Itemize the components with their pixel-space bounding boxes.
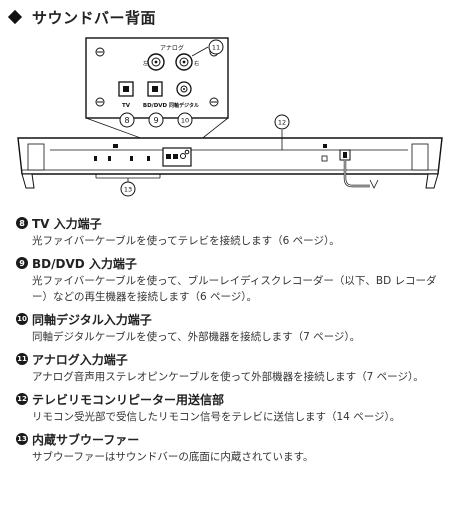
number-badge-icon: 8 bbox=[16, 217, 28, 229]
item-title-text: TV 入力端子 bbox=[32, 216, 102, 231]
svg-text:8: 8 bbox=[124, 116, 129, 125]
list-item: 9 BD/DVD 入力端子 光ファイバーケーブルを使って、ブルーレイディスクレコ… bbox=[16, 254, 446, 305]
list-item: 10 同軸デジタル入力端子 同軸デジタルケーブルを使って、外部機器を接続します（… bbox=[16, 310, 446, 345]
page-title: サウンドバー背面 bbox=[32, 8, 157, 27]
number-badge-icon: 13 bbox=[16, 433, 28, 445]
item-description: サブウーファーはサウンドバーの底面に内蔵されています。 bbox=[32, 451, 314, 463]
callout-9: 9 bbox=[148, 112, 164, 128]
item-description: 光ファイバーケーブルを使って、ブルーレイディスクレコーダー（以下、BD レコーダ… bbox=[32, 275, 437, 303]
diamond-bullet-icon bbox=[7, 9, 23, 25]
bd-dvd-label: BD/DVD bbox=[143, 103, 168, 109]
item-title: 10 同軸デジタル入力端子 bbox=[16, 310, 446, 328]
number-badge-icon: 12 bbox=[16, 393, 28, 405]
right-label: 右 bbox=[194, 60, 199, 67]
left-label: 左 bbox=[143, 60, 148, 67]
svg-text:13: 13 bbox=[124, 186, 132, 194]
number-badge-icon: 10 bbox=[16, 313, 28, 325]
page-heading: サウンドバー背面 bbox=[6, 6, 156, 28]
item-title-text: アナログ入力端子 bbox=[32, 352, 128, 367]
item-description: 光ファイバーケーブルを使ってテレビを接続します（6 ページ）。 bbox=[32, 235, 340, 247]
callout-13: 13 bbox=[95, 174, 161, 197]
list-item: 8 TV 入力端子 光ファイバーケーブルを使ってテレビを接続します（6 ページ）… bbox=[16, 214, 446, 249]
list-item: 13 内蔵サブウーファー サブウーファーはサウンドバーの底面に内蔵されています。 bbox=[16, 430, 446, 465]
item-title: 13 内蔵サブウーファー bbox=[16, 430, 446, 448]
svg-text:10: 10 bbox=[181, 117, 189, 125]
item-title-text: 内蔵サブウーファー bbox=[32, 432, 140, 447]
item-title: 11 アナログ入力端子 bbox=[16, 350, 446, 368]
item-title-text: BD/DVD 入力端子 bbox=[32, 256, 137, 271]
item-title: 12 テレビリモコンリピーター用送信部 bbox=[16, 390, 446, 408]
item-title: 8 TV 入力端子 bbox=[16, 214, 446, 232]
terminal-description-list: 8 TV 入力端子 光ファイバーケーブルを使ってテレビを接続します（6 ページ）… bbox=[16, 214, 446, 470]
item-title-text: テレビリモコンリピーター用送信部 bbox=[32, 392, 225, 407]
item-title: 9 BD/DVD 入力端子 bbox=[16, 254, 446, 272]
item-title-text: 同軸デジタル入力端子 bbox=[32, 312, 152, 327]
callout-8: 8 bbox=[119, 112, 135, 128]
svg-text:9: 9 bbox=[153, 116, 158, 125]
coaxial-label: 同軸デジタル bbox=[169, 102, 199, 109]
item-description: 同軸デジタルケーブルを使って、外部機器を接続します（7 ページ）。 bbox=[32, 331, 361, 343]
callout-12: 12 bbox=[274, 114, 290, 150]
callout-11: 11 bbox=[191, 39, 224, 57]
callout-10: 10 bbox=[177, 112, 193, 128]
soundbar-rear-diagram: アナログ 左 右 TV BD/DVD 同軸デジタル 8 9 10 bbox=[17, 37, 443, 197]
item-description: リモコン受光部で受信したリモコン信号をテレビに送信します（14 ページ）。 bbox=[32, 411, 401, 423]
svg-text:12: 12 bbox=[278, 119, 286, 127]
number-badge-icon: 9 bbox=[16, 257, 28, 269]
soundbar-body bbox=[17, 137, 443, 189]
analog-label: アナログ bbox=[160, 44, 184, 52]
list-item: 12 テレビリモコンリピーター用送信部 リモコン受光部で受信したリモコン信号をテ… bbox=[16, 390, 446, 425]
item-description: アナログ音声用ステレオピンケーブルを使って外部機器を接続します（7 ページ）。 bbox=[32, 371, 424, 383]
number-badge-icon: 11 bbox=[16, 353, 28, 365]
tv-label: TV bbox=[122, 103, 131, 109]
connector-inset: アナログ 左 右 TV BD/DVD 同軸デジタル bbox=[85, 37, 229, 119]
svg-text:11: 11 bbox=[212, 44, 220, 52]
list-item: 11 アナログ入力端子 アナログ音声用ステレオピンケーブルを使って外部機器を接続… bbox=[16, 350, 446, 385]
